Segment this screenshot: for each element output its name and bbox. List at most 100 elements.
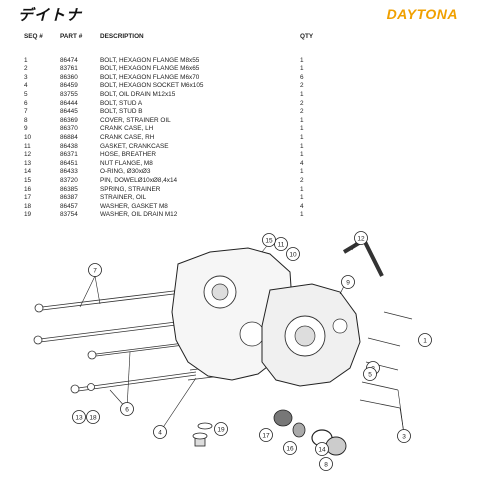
qty-cell: 1	[300, 125, 304, 133]
seq-cell: 17	[24, 194, 32, 202]
header-seq: SEQ #	[24, 33, 43, 40]
description-cell: BOLT, STUD B	[100, 108, 143, 116]
callout-label: 4	[158, 429, 162, 436]
part-number-cell: 86444	[60, 99, 78, 107]
callout-circle	[153, 425, 167, 439]
qty-cell: 1	[300, 185, 304, 193]
qty-cell: 4	[300, 159, 304, 167]
callout-label: 1	[423, 337, 427, 344]
callout-17: 17	[259, 428, 273, 442]
callout-label: 6	[125, 406, 129, 413]
description-cell: PIN, DOWELØ10xØ8,4x14	[100, 176, 178, 184]
callout-circle	[341, 275, 355, 289]
description-cell: CRANK CASE, RH	[100, 133, 155, 141]
description-cell: NUT FLANGE, M8	[100, 159, 153, 167]
callout-circle	[283, 441, 297, 455]
part-number-cell: 86451	[60, 159, 78, 167]
description-cell: BOLT, HEXAGON SOCKET M6x105	[100, 82, 204, 90]
callout-label: 18	[89, 414, 97, 421]
callout-circle	[88, 263, 102, 277]
callout-circle	[262, 233, 276, 247]
callout-label: 5	[368, 371, 372, 378]
part-number-cell: 86385	[60, 185, 78, 193]
description-cell: BOLT, HEXAGON FLANGE M8x55	[100, 56, 200, 64]
description-cell: WASHER, OIL DRAIN M12	[100, 211, 178, 219]
seq-cell: 18	[24, 202, 32, 210]
part-number-cell: 86459	[60, 82, 78, 90]
callout-6: 6	[120, 402, 134, 416]
callout-3: 3	[397, 429, 411, 443]
part-number-cell: 86433	[60, 168, 78, 176]
callout-label: 10	[289, 251, 297, 258]
seq-cell: 6	[24, 99, 28, 107]
description-cell: BOLT, OIL DRAIN M12x15	[100, 90, 176, 98]
part-number-cell: 86884	[60, 133, 78, 141]
callout-label: 12	[357, 235, 365, 242]
qty-cell: 2	[300, 108, 304, 116]
part-number-cell: 83755	[60, 90, 78, 98]
seq-cell: 15	[24, 176, 32, 184]
header-part: PART #	[60, 33, 83, 40]
callout-label: 13	[75, 414, 83, 421]
seq-cell: 9	[24, 125, 28, 133]
callout-label: 7	[93, 267, 97, 274]
seq-cell: 1	[24, 56, 28, 64]
qty-cell: 1	[300, 151, 304, 159]
seq-cell: 7	[24, 108, 28, 116]
callout-16: 16	[283, 441, 297, 455]
callout-18: 18	[86, 410, 100, 424]
part-number-cell: 86474	[60, 56, 78, 64]
qty-cell: 1	[300, 194, 304, 202]
callout-circle	[72, 410, 86, 424]
oil-drain-bolt	[192, 422, 213, 447]
seq-cell: 8	[24, 116, 28, 124]
seq-cell: 13	[24, 159, 32, 167]
callout-9: 9	[341, 275, 355, 289]
qty-cell: 2	[300, 176, 304, 184]
description-cell: BOLT, HEXAGON FLANGE M6x70	[100, 73, 200, 81]
part-number-cell: 86369	[60, 116, 78, 124]
part-number-cell: 86457	[60, 202, 78, 210]
part-number-cell: 86438	[60, 142, 78, 150]
qty-cell: 1	[300, 116, 304, 124]
callout-19: 19	[214, 422, 228, 436]
daytona-katakana-logo: デイトナ	[18, 6, 83, 24]
flange-bolts-right	[359, 311, 413, 409]
callout-label: 19	[217, 426, 225, 433]
part-number-cell: 86371	[60, 151, 78, 159]
description-cell: COVER, STRAINER OIL	[100, 116, 171, 124]
qty-cell: 1	[300, 168, 304, 176]
callout-circle	[120, 402, 134, 416]
daytona-logo: DAYTONA	[386, 6, 458, 22]
callout-10: 10	[286, 247, 300, 261]
stud-bolts	[39, 289, 241, 392]
part-number-cell: 83754	[60, 211, 78, 219]
seq-cell: 19	[24, 211, 32, 219]
callout-circle	[363, 367, 377, 381]
qty-cell: 1	[300, 56, 304, 64]
description-cell: GASKET, CRANKCASE	[100, 142, 169, 150]
callout-14: 14	[315, 442, 329, 456]
qty-cell: 1	[300, 65, 304, 73]
seq-cell: 5	[24, 90, 28, 98]
qty-cell: 1	[300, 133, 304, 141]
callout-12: 12	[354, 231, 368, 245]
part-number-cell: 86387	[60, 194, 78, 202]
seq-cell: 14	[24, 168, 32, 176]
qty-cell: 2	[300, 82, 304, 90]
callout-label: 14	[318, 446, 326, 453]
qty-cell: 6	[300, 73, 304, 81]
callout-label: 8	[324, 461, 328, 468]
callout-circle	[319, 457, 333, 471]
description-cell: HOSE, BREATHER	[100, 151, 156, 159]
seq-cell: 10	[24, 133, 32, 141]
callout-label: 9	[346, 279, 350, 286]
callout-label: 16	[286, 445, 294, 452]
header-description: DESCRIPTION	[100, 33, 144, 40]
part-number-cell: 86445	[60, 108, 78, 116]
callout-label: 15	[265, 237, 273, 244]
description-cell: SPRING, STRAINER	[100, 185, 161, 193]
callout-label: 17	[262, 432, 270, 439]
header-qty: QTY	[300, 33, 314, 40]
qty-cell: 1	[300, 90, 304, 98]
